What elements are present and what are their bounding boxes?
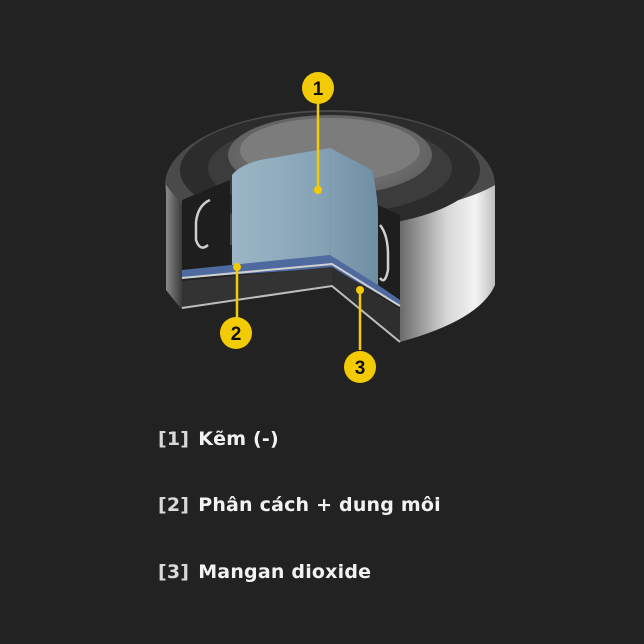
legend-label: Kẽm (-)	[198, 428, 279, 450]
svg-text:2: 2	[231, 324, 242, 345]
legend-number: [1]	[158, 428, 190, 450]
svg-text:3: 3	[355, 358, 366, 379]
legend-number: [2]	[158, 494, 190, 516]
legend-label: Mangan dioxide	[198, 561, 372, 583]
legend-item-manganese-dioxide: [3] Mangan dioxide	[158, 561, 371, 583]
battery-cross-section-illustration: 1 2 3	[165, 72, 495, 383]
badge-2: 2	[220, 317, 252, 349]
svg-text:1: 1	[313, 79, 324, 100]
badge-3: 3	[344, 351, 376, 383]
legend-number: [3]	[158, 561, 190, 583]
badge-1: 1	[302, 72, 334, 104]
legend-item-zinc: [1] Kẽm (-)	[158, 428, 279, 450]
legend-label: Phân cách + dung môi	[198, 494, 441, 516]
battery-diagram: 1 2 3	[165, 72, 495, 383]
legend-item-separator: [2] Phân cách + dung môi	[158, 494, 441, 516]
